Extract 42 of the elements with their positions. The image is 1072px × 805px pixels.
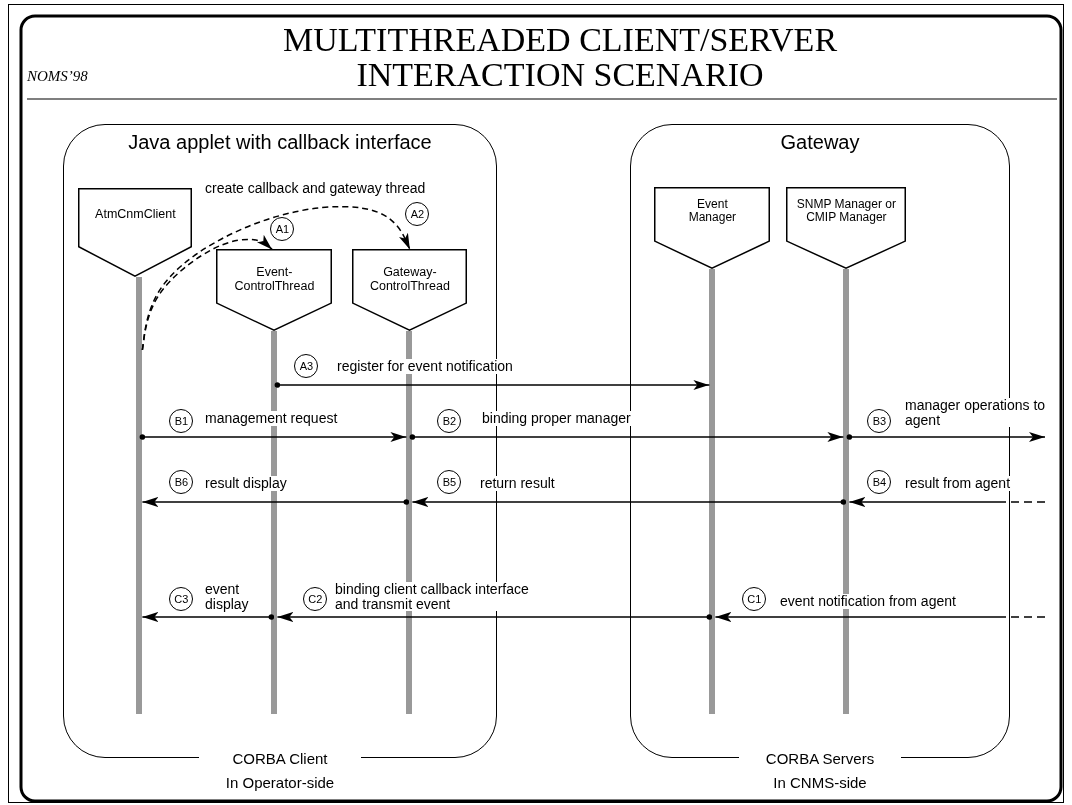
arrow xyxy=(141,612,275,622)
step-badge: C3 xyxy=(169,587,194,612)
step-badge: B2 xyxy=(437,409,462,434)
lifeline xyxy=(136,277,143,715)
step-badge: A2 xyxy=(405,202,430,227)
group-title: Java applet with callback interface xyxy=(127,131,433,154)
step-badge: C2 xyxy=(303,587,328,612)
edge-label: create callback and gateway thread xyxy=(203,181,428,196)
lifeline-head: Event- ControlThread xyxy=(216,249,333,332)
arrow xyxy=(848,497,1046,507)
edge-label: management request xyxy=(203,411,340,426)
step-badge: B1 xyxy=(169,409,194,434)
step-badge: B3 xyxy=(867,409,892,434)
step-badge: A3 xyxy=(294,354,319,379)
group-title: Gateway xyxy=(779,131,861,154)
slide-title: MULTITHREADED CLIENT/SERVER INTERACTION SCENARIO xyxy=(281,22,839,92)
arrow xyxy=(274,380,711,390)
lifeline-head: AtmCnmClient xyxy=(78,188,193,278)
arrow xyxy=(276,612,713,622)
edge-label: event notification from agent xyxy=(778,594,958,609)
arrow xyxy=(714,612,1046,622)
conference-label: NOMS’98 xyxy=(27,68,88,85)
step-badge: C1 xyxy=(742,587,767,612)
arrow xyxy=(141,497,410,507)
arrow xyxy=(411,497,847,507)
arrow xyxy=(846,432,1046,442)
edge-label: register for event notification xyxy=(335,359,515,374)
step-badge: B4 xyxy=(867,470,892,495)
edge-label: binding proper manager xyxy=(480,411,633,426)
lifeline-head: Event Manager xyxy=(654,187,771,270)
lifeline xyxy=(709,269,716,715)
step-badge: B6 xyxy=(169,470,194,495)
arrow xyxy=(139,432,408,442)
edge-label: result from agent xyxy=(903,476,1013,491)
lifeline-head: Gateway- ControlThread xyxy=(352,249,468,332)
arrow xyxy=(409,432,845,442)
arrow xyxy=(141,205,411,351)
edge-label: return result xyxy=(478,476,557,491)
step-badge: B5 xyxy=(437,470,462,495)
edge-label: result display xyxy=(203,476,289,491)
step-badge: A1 xyxy=(270,217,295,242)
lifeline-head: SNMP Manager or CMIP Manager xyxy=(786,187,907,270)
